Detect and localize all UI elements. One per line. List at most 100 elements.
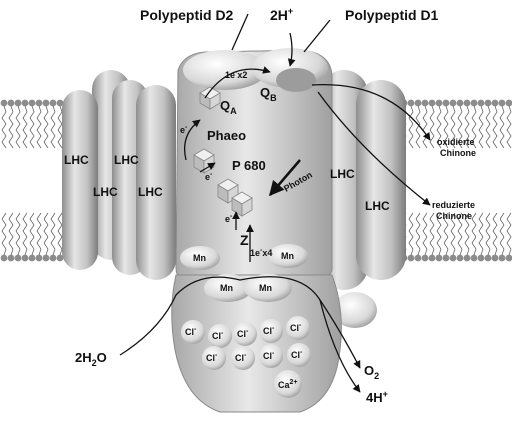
lipid-tail <box>450 105 456 149</box>
arrow-qa-qb <box>204 66 271 99</box>
label-z: Z <box>240 232 249 248</box>
arrow-oxidized <box>311 83 431 141</box>
lipid-head <box>470 254 478 262</box>
label-2h: 2H+ <box>270 6 293 23</box>
lipid-head <box>491 99 499 107</box>
lipid-head <box>428 254 436 262</box>
lipid-head <box>428 99 436 107</box>
label-cl: Cl- <box>290 322 302 333</box>
leader-d2 <box>231 13 249 51</box>
lipid-bilayer <box>0 99 512 262</box>
lipid-tail <box>43 105 49 149</box>
label-e-phaeo: e- <box>180 124 188 135</box>
lhc-cylinder <box>136 85 176 280</box>
lipid-head <box>42 254 50 262</box>
calcium-ball <box>274 370 302 398</box>
lipid-head <box>421 99 429 107</box>
label-cl: Cl- <box>291 349 303 360</box>
label-o2: O2 <box>364 363 379 381</box>
lipid-tail <box>415 105 421 149</box>
label-reduced-1: reduzierte <box>432 200 475 210</box>
lipid-head <box>456 99 464 107</box>
lipid-tail <box>429 105 435 149</box>
chloride-balls <box>181 316 311 398</box>
lipid-tail <box>29 105 35 149</box>
mn-blob <box>180 246 220 270</box>
cl-labels: Cl-Cl-Cl-Cl-Cl-Cl-Cl-Cl-Cl- <box>185 322 303 363</box>
lipid-tail <box>499 212 505 256</box>
arrow-2h <box>287 32 296 67</box>
label-d2: Polypeptid D2 <box>140 7 234 23</box>
label-reduced-2: Chinone <box>436 211 472 221</box>
lipid-head <box>28 99 36 107</box>
lipid-head <box>498 254 506 262</box>
lipid-head <box>484 254 492 262</box>
lipid-head <box>414 99 422 107</box>
lipid-tail <box>36 105 42 149</box>
d2-top <box>183 50 267 90</box>
label-cl: Cl- <box>237 328 249 339</box>
lipid-tail <box>471 105 477 149</box>
arrow-water-o2 <box>119 276 361 369</box>
label-mn-3: Mn <box>220 283 233 293</box>
label-qb: QB <box>260 85 277 103</box>
lipid-head <box>477 254 485 262</box>
lipid-head <box>49 254 57 262</box>
lipid-head <box>484 99 492 107</box>
lipid-head <box>28 254 36 262</box>
lipid-head <box>56 254 64 262</box>
lipid-tail <box>499 105 505 149</box>
lipid-tail <box>436 105 442 149</box>
lipid-tail <box>422 212 428 256</box>
lipid-tail <box>464 212 470 256</box>
label-mn-4: Mn <box>259 283 272 293</box>
label-4h: 4H+ <box>366 389 388 405</box>
mn-blob <box>268 244 308 268</box>
lipid-head <box>421 254 429 262</box>
lipid-tail <box>43 212 49 256</box>
arrow-4h <box>319 299 361 393</box>
lipid-tail <box>22 105 28 149</box>
lipid-tail <box>429 212 435 256</box>
label-e-z: e- <box>225 213 233 224</box>
lipid-tail <box>15 212 21 256</box>
lipid-tail <box>464 105 470 149</box>
lipid-head <box>463 99 471 107</box>
lipid-head <box>407 99 415 107</box>
lipid-tail <box>457 212 463 256</box>
lipid-tail <box>8 105 14 149</box>
lipid-tail <box>506 212 512 256</box>
label-water: 2H2O <box>75 350 107 368</box>
lipid-head <box>0 254 8 262</box>
lipid-head <box>449 254 457 262</box>
label-oxidized-2: Chinone <box>440 148 476 158</box>
lipid-head <box>7 254 15 262</box>
lipid-head <box>442 254 450 262</box>
label-cl: Cl- <box>263 325 275 336</box>
lipid-head <box>435 99 443 107</box>
lipid-head <box>56 99 64 107</box>
lipid-tail <box>443 105 449 149</box>
lipid-tail <box>408 105 414 149</box>
label-ex2: 1e-x2 <box>225 69 247 80</box>
qb-pocket <box>276 68 316 92</box>
lipid-head <box>456 254 464 262</box>
lipid-tail <box>478 212 484 256</box>
lipid-tail <box>36 212 42 256</box>
lipid-tail <box>50 105 56 149</box>
lipid-tail <box>1 105 7 149</box>
lhc-left-group <box>62 70 176 280</box>
lipid-head <box>442 99 450 107</box>
lipid-head <box>491 254 499 262</box>
lipid-tail <box>57 105 63 149</box>
lipid-head <box>21 99 29 107</box>
labels: Polypeptid D2 Polypeptid D1 2H+ 1e-x2 QB… <box>64 6 476 405</box>
lipid-tail <box>492 212 498 256</box>
lipid-tail <box>492 105 498 149</box>
lhc-cylinder <box>356 80 406 280</box>
label-ca: Ca2+ <box>278 379 298 390</box>
label-cl: Cl- <box>212 330 224 341</box>
lipid-head <box>414 254 422 262</box>
lipid-tail <box>415 212 421 256</box>
arrow-reduced <box>317 91 431 206</box>
